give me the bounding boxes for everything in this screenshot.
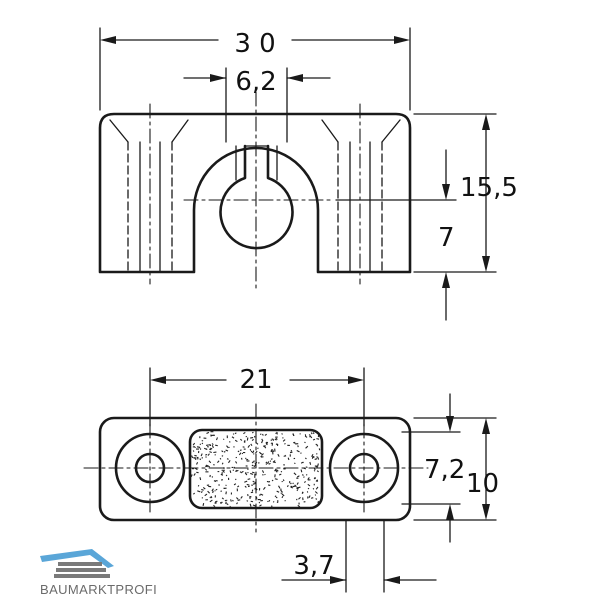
dimension-label-bottom-height: 10 — [466, 469, 499, 499]
dimension-hole-spacing: 21 — [149, 365, 365, 427]
dimension-label-slot-width: 6,2 — [235, 67, 276, 97]
dimension-label-hole-spacing: 21 — [239, 365, 272, 395]
dimension-hole-offset: 3,7 — [281, 519, 437, 593]
front-view — [98, 91, 412, 291]
logo-roof-icon — [40, 549, 114, 568]
dimension-label-overall-height: 15,5 — [460, 173, 518, 203]
dimension-label-pad-width: 7,2 — [424, 455, 465, 485]
dimension-label-top-width: 3 0 — [234, 29, 275, 59]
dimension-slot-width: 6,2 — [183, 67, 331, 143]
logo-text: BAUMARKTPROFI — [40, 582, 157, 597]
adhesive-pad-texture — [190, 431, 321, 508]
logo-bar — [54, 574, 110, 578]
bottom-view — [83, 403, 429, 533]
dimension-right-heights: 15,5 7 — [335, 113, 518, 321]
baumarktprofi-logo: BAUMARKTPROFI — [40, 549, 157, 597]
logo-bar — [56, 568, 106, 572]
dimension-bottom-heights: 7,2 10 — [401, 393, 499, 543]
hidden-bore-right — [321, 119, 401, 273]
hidden-bore-left — [109, 119, 189, 273]
dimension-top-width: 3 0 — [99, 27, 411, 111]
dimension-label-lower-height: 7 — [438, 223, 455, 253]
dimension-label-hole-offset: 3,7 — [293, 551, 334, 581]
logo-bar — [58, 562, 102, 566]
bottom-view-outline — [98, 416, 412, 522]
front-view-outline — [98, 112, 412, 274]
